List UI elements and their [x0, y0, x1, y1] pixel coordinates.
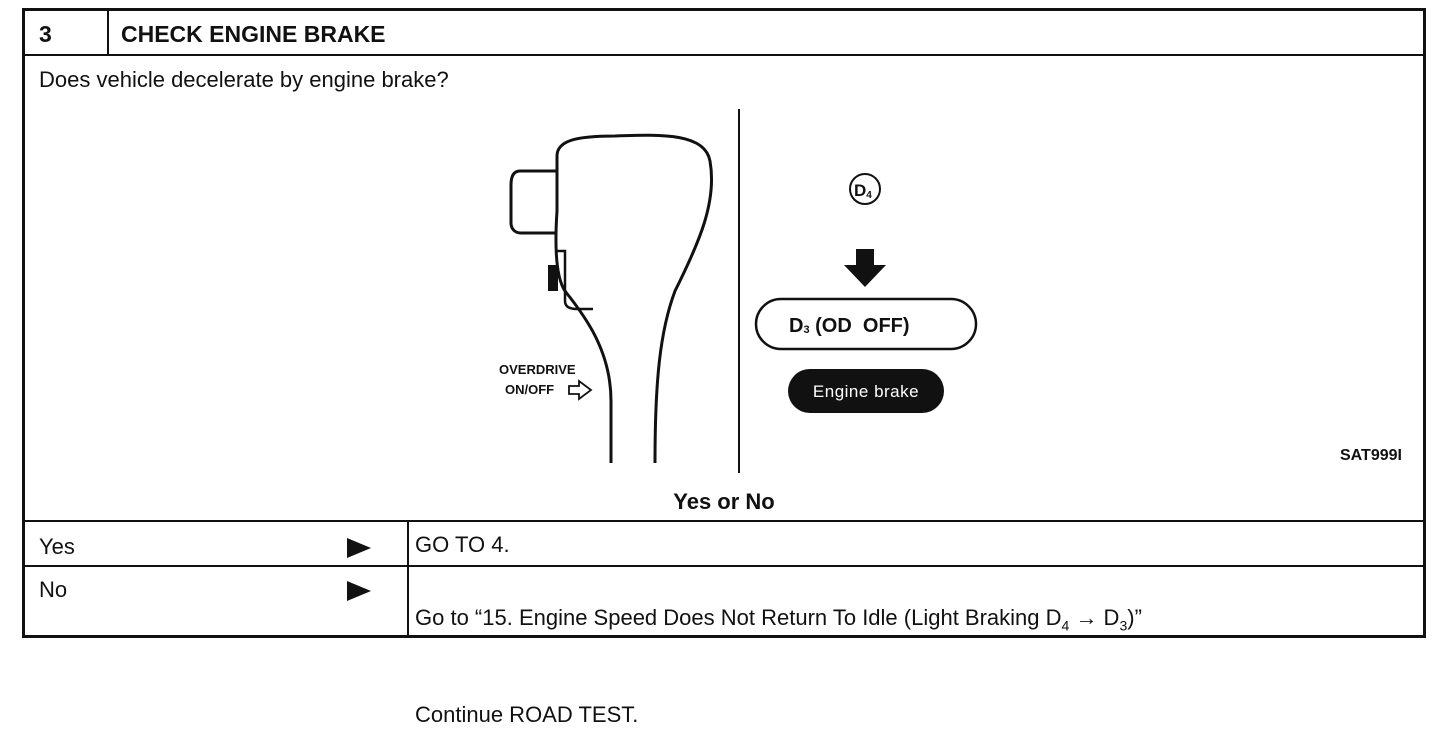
no-result-subscript-b: 3	[1119, 617, 1128, 634]
decision-heading: Yes or No	[673, 489, 775, 514]
d4-label: D	[854, 181, 866, 200]
header-rule	[25, 54, 1423, 56]
check-engine-brake-table: 3 CHECK ENGINE BRAKE Does vehicle decele…	[22, 8, 1426, 727]
overdrive-label-line2: ON/OFF	[505, 382, 554, 397]
answer-no-label: No	[39, 577, 68, 602]
decision-rule	[25, 520, 1423, 522]
answer-yes-label: Yes	[39, 534, 75, 559]
shift-lever-figure: OVERDRIVE ON/OFF D4 D3 (OD OFF) Engine b…	[499, 109, 978, 473]
engine-brake-label: Engine brake	[813, 382, 919, 401]
d3-label: D	[789, 315, 803, 337]
yes-arrow-icon	[347, 538, 371, 558]
question-text: Does vehicle decelerate by engine brake?	[39, 67, 449, 92]
answer-no-result: Go to “15. Engine Speed Does Not Return …	[415, 573, 1142, 730]
no-result-subscript-a: 4	[1061, 617, 1070, 634]
no-result-line1: Go to “15. Engine Speed Does Not Return …	[415, 605, 1062, 630]
d3-od-off-box	[754, 297, 978, 351]
no-result-end: )”	[1127, 605, 1142, 630]
no-result-arrow: → D	[1069, 605, 1120, 630]
od-off-label: (OD OFF)	[810, 315, 910, 337]
d3-subscript: 3	[803, 324, 809, 336]
step-title: CHECK ENGINE BRAKE	[121, 21, 386, 47]
d4-subscript: 4	[866, 190, 872, 201]
selector-knob-outline	[554, 133, 714, 464]
svg-text:D4: D4	[854, 181, 872, 201]
down-arrow-icon	[844, 249, 886, 287]
header-divider	[107, 11, 109, 55]
figure-id: SAT999I	[1340, 447, 1402, 464]
d4-circle	[849, 173, 881, 205]
knob-button	[509, 169, 557, 235]
pointer-arrow-icon	[568, 379, 593, 401]
answer-yes-result: GO TO 4.	[415, 532, 510, 557]
svg-text:D3 (OD OFF): D3 (OD OFF)	[789, 315, 910, 337]
answer-rule	[25, 565, 1423, 567]
no-result-line2: Continue ROAD TEST.	[415, 702, 639, 728]
step-number: 3	[39, 21, 52, 47]
engine-brake-pill	[788, 369, 944, 413]
overdrive-label-line1: OVERDRIVE	[499, 362, 576, 377]
overdrive-switch	[548, 265, 558, 291]
overdrive-switch-housing	[557, 249, 593, 311]
no-arrow-icon	[347, 581, 371, 601]
answer-column-divider	[407, 520, 409, 638]
